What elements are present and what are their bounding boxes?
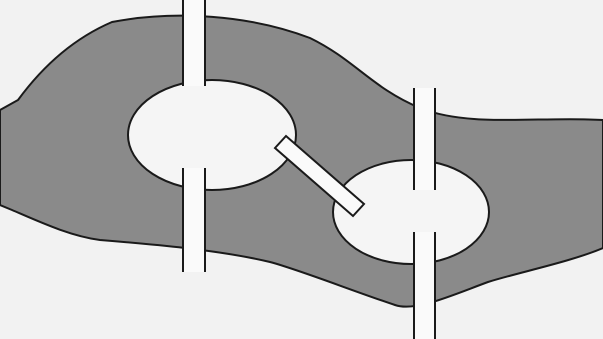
left-island: [128, 80, 296, 190]
right-lower-bridge: [414, 232, 435, 339]
left-upper-bridge: [183, 0, 205, 86]
right-upper-bridge: [414, 88, 435, 190]
left-lower-bridge: [183, 168, 205, 272]
